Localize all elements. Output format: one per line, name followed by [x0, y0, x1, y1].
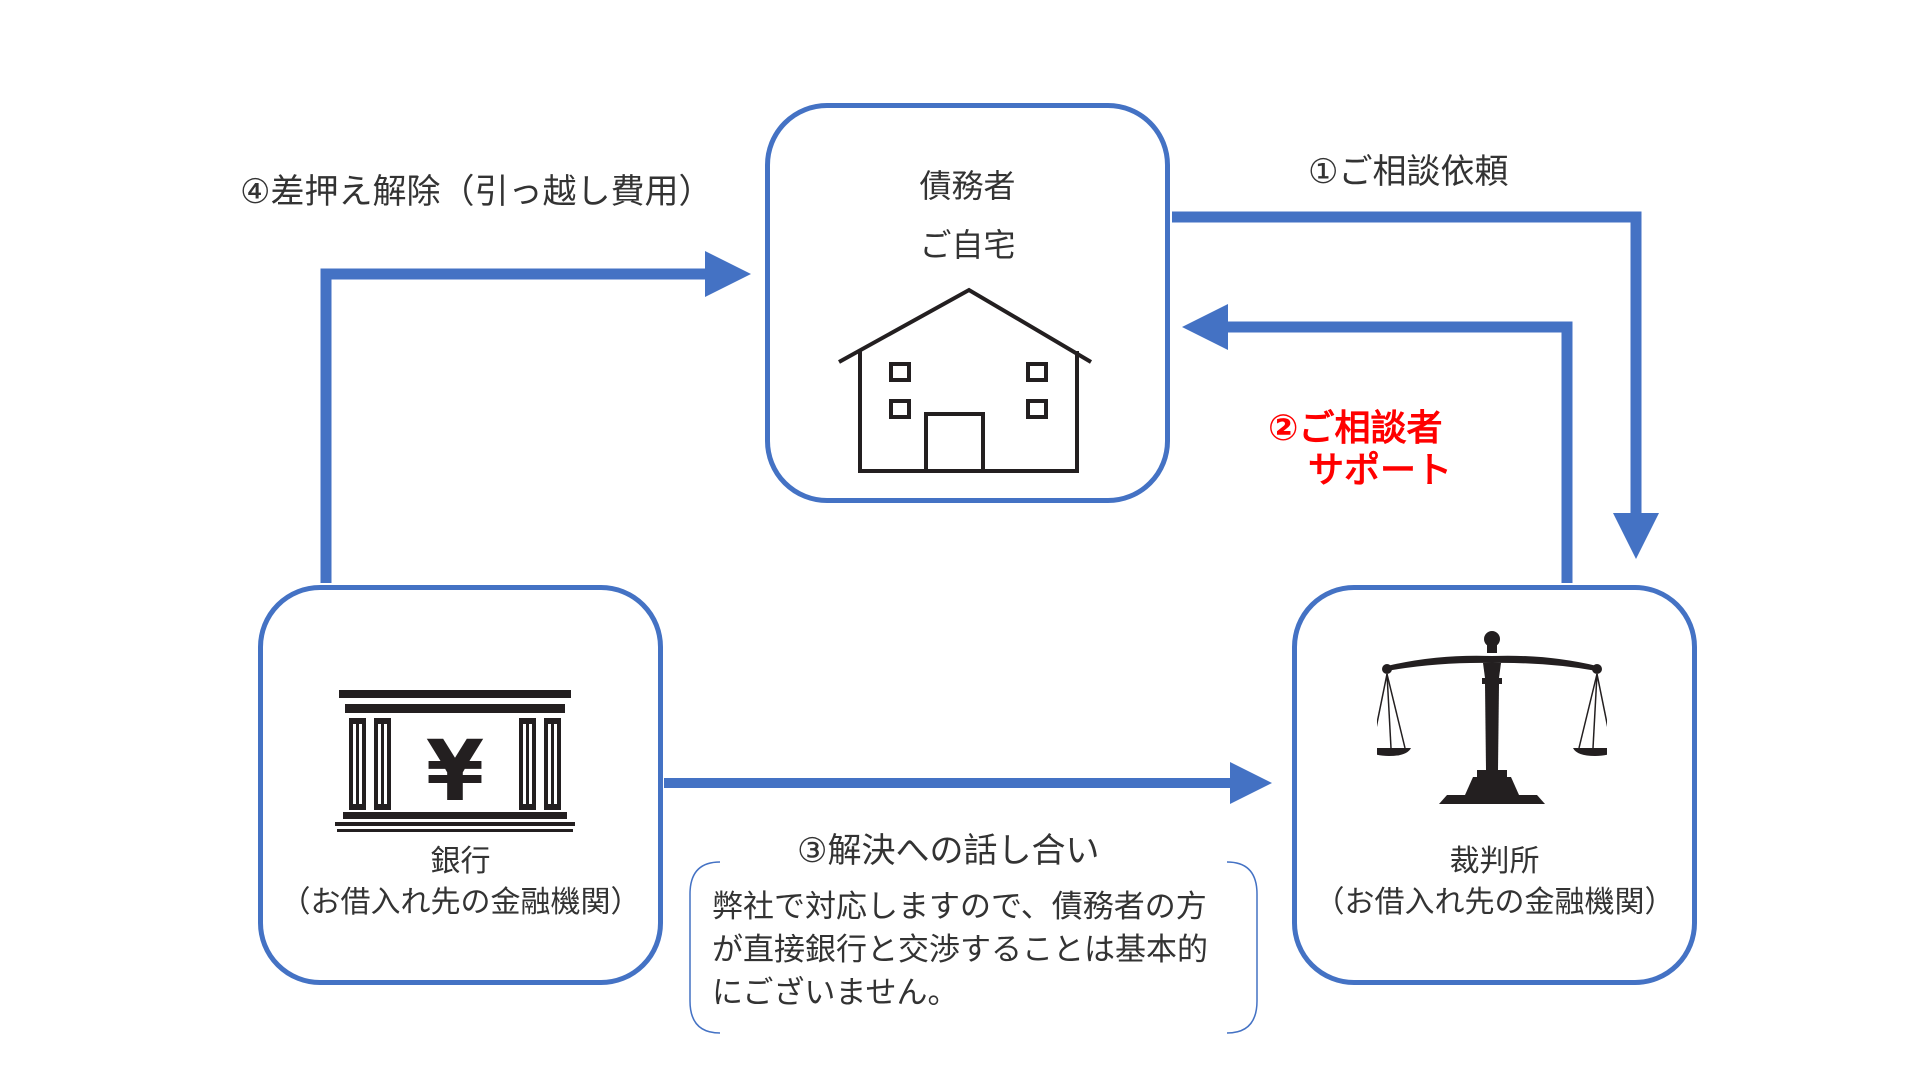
- note-line1: 弊社で対応しますので、債務者の方: [712, 889, 1207, 925]
- yen-symbol: ¥: [426, 722, 484, 820]
- arrow-release: [320, 250, 751, 583]
- note-line3: にございません。: [712, 974, 959, 1011]
- step4-label: ④差押え解除（引っ越し費用）: [240, 172, 713, 212]
- bank-subtitle: （お借入れ先の金融機関）: [280, 885, 641, 920]
- home-node: 債務者 ご自宅: [765, 103, 1170, 503]
- step2-label-line2: サポート: [1308, 450, 1453, 491]
- arrow-support: [1182, 303, 1573, 583]
- home-subtitle: ご自宅: [919, 226, 1016, 264]
- note-bracket: [689, 861, 1258, 1034]
- bank-yen-icon: ¥: [335, 640, 575, 832]
- house-icon: [838, 287, 1093, 473]
- court-title: 裁判所: [1449, 844, 1540, 879]
- step3-label: ③解決への話し合い: [797, 831, 1100, 871]
- court-subtitle: （お借入れ先の金融機関）: [1314, 885, 1675, 920]
- arrow-consult-request: [1172, 211, 1660, 559]
- home-title: 債務者: [919, 167, 1016, 205]
- note-line2: が直接銀行と交渉することは基本的: [712, 931, 1208, 968]
- bank-title: 銀行: [430, 844, 491, 879]
- step2-label-line1: ②ご相談者: [1268, 408, 1443, 449]
- step1-label: ①ご相談依頼: [1308, 152, 1509, 192]
- bank-node: ¥ 銀行 （お借入れ先の金融機関）: [258, 585, 663, 985]
- court-node: 裁判所 （お借入れ先の金融機関）: [1292, 585, 1697, 985]
- scales-icon: [1377, 631, 1607, 804]
- note-text: 弊社で対応しますので、債務者の方 が直接銀行と交渉することは基本的 にございませ…: [712, 886, 1208, 1014]
